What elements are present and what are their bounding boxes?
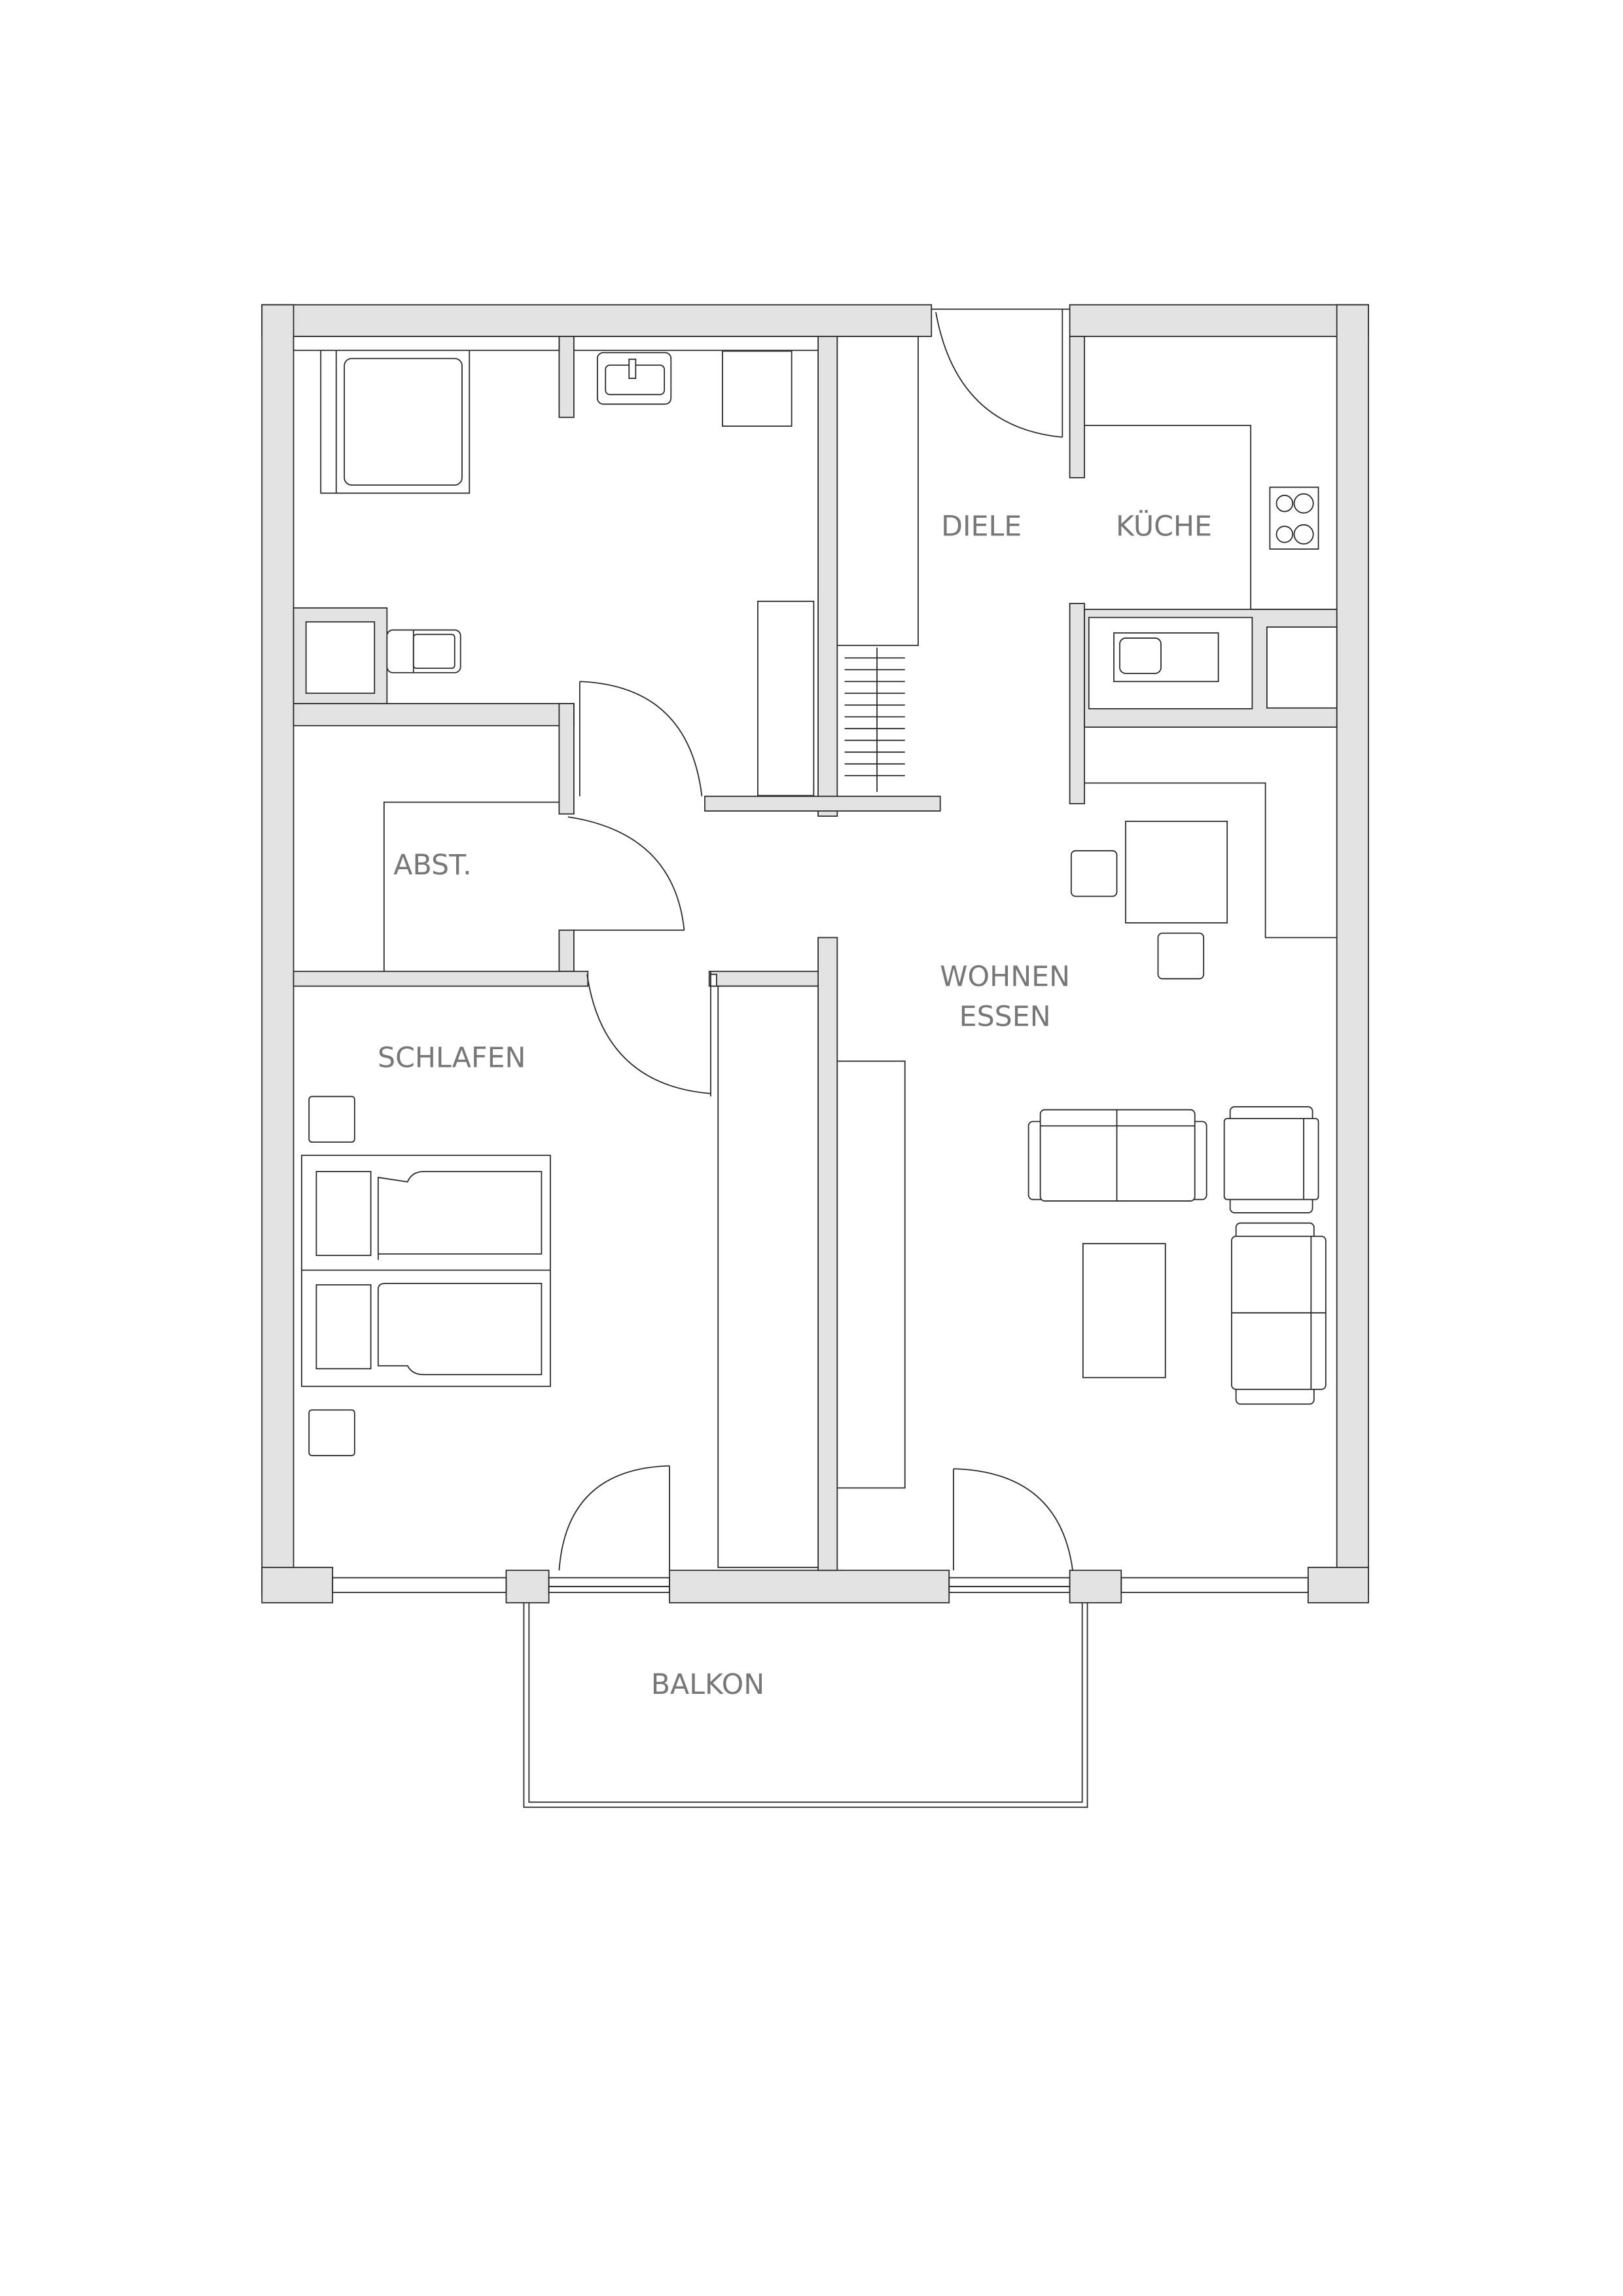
entrance-door[interactable] bbox=[931, 308, 1070, 438]
wall-top-left bbox=[261, 304, 933, 337]
storage-shelf bbox=[383, 801, 560, 972]
bath-shelf bbox=[573, 336, 819, 351]
bathroom-door[interactable] bbox=[579, 681, 703, 797]
bath-stub-top bbox=[558, 336, 575, 418]
cooktop-icon bbox=[1269, 486, 1319, 550]
wall-abst-schlafen bbox=[293, 971, 589, 987]
bathtub bbox=[320, 350, 471, 494]
wardrobe-bedroom bbox=[717, 985, 819, 1568]
living-balcony-door[interactable] bbox=[953, 1468, 1073, 1571]
wall-abst-door-stub bbox=[558, 929, 575, 973]
wall-abst-stub bbox=[558, 703, 575, 815]
washbasin bbox=[596, 351, 672, 405]
wall-kitchen-upper bbox=[1069, 336, 1085, 478]
pillar-left bbox=[505, 1570, 550, 1604]
dining-chair bbox=[1070, 850, 1118, 897]
sofa-right bbox=[1231, 1222, 1327, 1405]
bath-cabinet bbox=[757, 600, 815, 797]
bedroom-door[interactable] bbox=[586, 971, 711, 1097]
room-label-balkon: BALKON bbox=[651, 1668, 765, 1701]
washing-machine bbox=[722, 350, 793, 427]
wall-bottom-left bbox=[261, 1566, 334, 1604]
wall-right bbox=[1336, 304, 1369, 1595]
shoe-rack bbox=[844, 647, 905, 792]
nightstand bbox=[308, 1096, 355, 1143]
wall-bath-abst bbox=[293, 703, 575, 726]
wall-kitchen-lower bbox=[1069, 603, 1085, 804]
wall-bottom-middle bbox=[669, 1570, 950, 1604]
bath-shelf bbox=[293, 336, 560, 351]
wall-bath-diele bbox=[817, 336, 838, 817]
coffee-table bbox=[1082, 1243, 1166, 1378]
room-label-essen: ESSEN bbox=[959, 1000, 1051, 1033]
wall-schlafen-wohnen bbox=[817, 937, 838, 1571]
pillar-right bbox=[1069, 1570, 1122, 1604]
bedroom-balcony-door[interactable] bbox=[558, 1465, 670, 1571]
wall-left bbox=[261, 304, 294, 1595]
living-cabinet bbox=[1084, 782, 1337, 939]
double-bed bbox=[301, 1155, 551, 1388]
sofa bbox=[1027, 1109, 1207, 1202]
kitchen-counter bbox=[1084, 425, 1337, 610]
bathroom bbox=[293, 336, 819, 797]
room-label-diele: DIELE bbox=[941, 511, 1022, 543]
kitchen-sink bbox=[1088, 617, 1253, 709]
storage-door[interactable] bbox=[567, 816, 685, 931]
wall-bath-bottom bbox=[704, 795, 941, 812]
balcony-railing bbox=[523, 1586, 1088, 1808]
windows bbox=[332, 1577, 1309, 1593]
exterior-walls bbox=[261, 304, 1369, 1604]
wardrobe bbox=[836, 336, 919, 647]
wall-closet-top bbox=[708, 971, 835, 987]
toilet bbox=[386, 629, 461, 673]
fridge bbox=[1266, 626, 1338, 709]
armchair bbox=[1223, 1106, 1319, 1213]
dining-table bbox=[1125, 820, 1228, 924]
shower bbox=[293, 607, 388, 704]
room-label-wohnen: WOHNEN bbox=[940, 961, 1070, 994]
room-label-schlafen: SCHLAFEN bbox=[378, 1041, 526, 1074]
wall-top-right bbox=[1069, 304, 1369, 337]
room-label-abst: ABST. bbox=[393, 849, 471, 882]
room-label-kueche: KÜCHE bbox=[1116, 510, 1212, 543]
door-frame bbox=[710, 973, 717, 987]
wall-bottom-right bbox=[1307, 1566, 1369, 1604]
nightstand bbox=[308, 1409, 355, 1456]
sideboard bbox=[836, 1060, 906, 1489]
dining-chair bbox=[1157, 932, 1205, 980]
